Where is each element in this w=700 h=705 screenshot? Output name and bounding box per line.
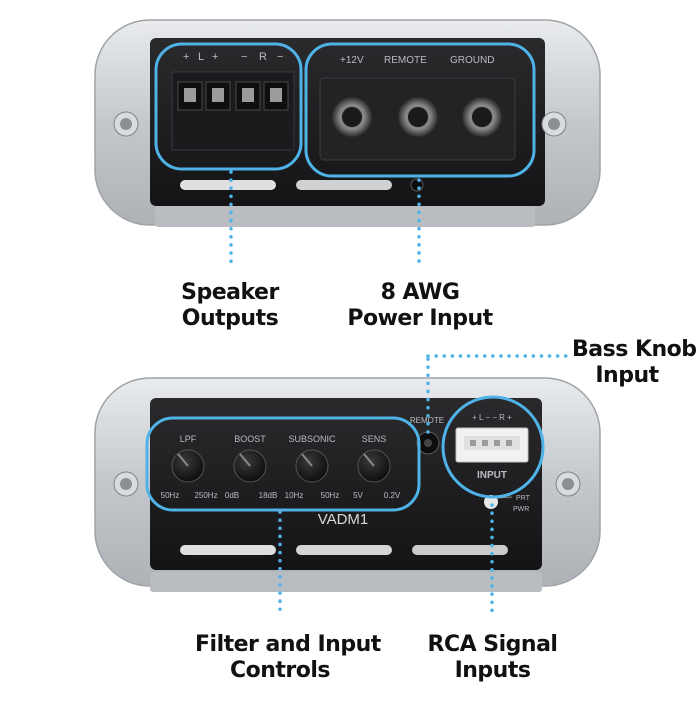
terminal-label-plus: + bbox=[212, 51, 218, 63]
led-icon bbox=[410, 178, 424, 192]
callout-line: Power Input bbox=[347, 306, 493, 331]
input-pin-labels: + L − − R + bbox=[472, 413, 512, 422]
power-input-callout: 8 AWG Power Input bbox=[340, 280, 500, 332]
ground-socket-icon bbox=[462, 97, 502, 137]
callout-line: Outputs bbox=[181, 306, 279, 331]
vent-slot bbox=[412, 545, 508, 555]
callout-line: Controls bbox=[229, 658, 331, 683]
led-label-pwr: PWR bbox=[513, 506, 529, 513]
knob-label: SENS bbox=[362, 434, 387, 444]
bottom-front-panel bbox=[150, 398, 542, 570]
led-label-prt: PRT bbox=[516, 495, 531, 502]
rca-input-connector[interactable]: + L − − R + INPUT bbox=[455, 413, 529, 481]
power-label-ground: GROUND bbox=[450, 55, 494, 66]
callout-line: 8 AWG bbox=[380, 280, 460, 305]
bass-knob-callout: Bass Knob Input bbox=[572, 337, 697, 389]
callout-line: Input bbox=[595, 363, 659, 388]
power-highlight-outline bbox=[304, 42, 536, 178]
remote-port-label: REMOTE bbox=[410, 416, 444, 425]
led-icon bbox=[484, 495, 498, 509]
speaker-outputs-callout: Speaker Outputs bbox=[160, 280, 300, 332]
screw-icon bbox=[113, 111, 139, 137]
callout-line: Speaker bbox=[181, 280, 279, 305]
knob-max-label: 18dB bbox=[259, 491, 278, 500]
terminal-label-plus: + bbox=[183, 51, 189, 63]
control-lpf[interactable]: LPF 50Hz 250Hz bbox=[161, 434, 218, 500]
speaker-terminal-block: + L + − R − bbox=[171, 51, 295, 151]
knob-label: LPF bbox=[180, 434, 197, 444]
callout-line: Inputs bbox=[454, 658, 531, 683]
vent-slot bbox=[180, 545, 276, 555]
knob-label: BOOST bbox=[234, 434, 266, 444]
speaker-highlight-outline bbox=[154, 42, 303, 171]
power-terminal-block: +12V REMOTE GROUND bbox=[319, 55, 516, 161]
top-base-plate bbox=[155, 205, 535, 227]
callout-line: Bass Knob bbox=[572, 337, 697, 362]
knob-min-label: 10Hz bbox=[285, 491, 304, 500]
knob-label: SUBSONIC bbox=[288, 434, 336, 444]
screw-icon bbox=[541, 111, 567, 137]
power-socket-icon bbox=[332, 97, 372, 137]
input-highlight-outline bbox=[441, 395, 545, 499]
input-label: INPUT bbox=[477, 470, 507, 481]
knob-max-label: 50Hz bbox=[321, 491, 340, 500]
vent-slot bbox=[296, 180, 392, 190]
knob-max-label: 0.2V bbox=[384, 491, 401, 500]
terminal-label-l: L bbox=[198, 51, 204, 63]
power-label-remote: REMOTE bbox=[384, 55, 427, 66]
bottom-base-plate bbox=[150, 572, 542, 592]
rca-inputs-callout: RCA Signal Inputs bbox=[420, 632, 565, 684]
knob-max-label: 250Hz bbox=[194, 491, 217, 500]
remote-socket-icon bbox=[398, 97, 438, 137]
bottom-amplifier-unit: LPF 50Hz 250Hz BOOST 0dB 18dB SUBSONIC 1… bbox=[94, 354, 601, 614]
terminal-label-minus: − bbox=[277, 51, 283, 63]
controls-highlight-outline bbox=[145, 416, 421, 512]
control-boost[interactable]: BOOST 0dB 18dB bbox=[225, 434, 277, 500]
control-sens[interactable]: SENS 5V 0.2V bbox=[353, 434, 401, 500]
terminal-label-r: R bbox=[259, 51, 267, 63]
filter-controls-callout: Filter and Input Controls bbox=[195, 632, 381, 684]
knob-min-label: 0dB bbox=[225, 491, 239, 500]
vent-slot bbox=[180, 180, 276, 190]
top-amplifier-unit: + L + − R − +12V REMOTE GROUN bbox=[94, 19, 601, 264]
knob-min-label: 5V bbox=[353, 491, 363, 500]
control-subsonic[interactable]: SUBSONIC 10Hz 50Hz bbox=[285, 434, 340, 500]
callout-line: RCA Signal bbox=[427, 632, 558, 657]
model-name: VADM1 bbox=[318, 511, 369, 528]
vent-slot bbox=[296, 545, 392, 555]
screw-icon bbox=[113, 471, 139, 497]
screw-icon bbox=[555, 471, 581, 497]
power-label-12v: +12V bbox=[340, 55, 364, 66]
terminal-label-minus: − bbox=[241, 51, 247, 63]
callout-line: Filter and Input bbox=[195, 632, 381, 657]
knob-min-label: 50Hz bbox=[161, 491, 180, 500]
